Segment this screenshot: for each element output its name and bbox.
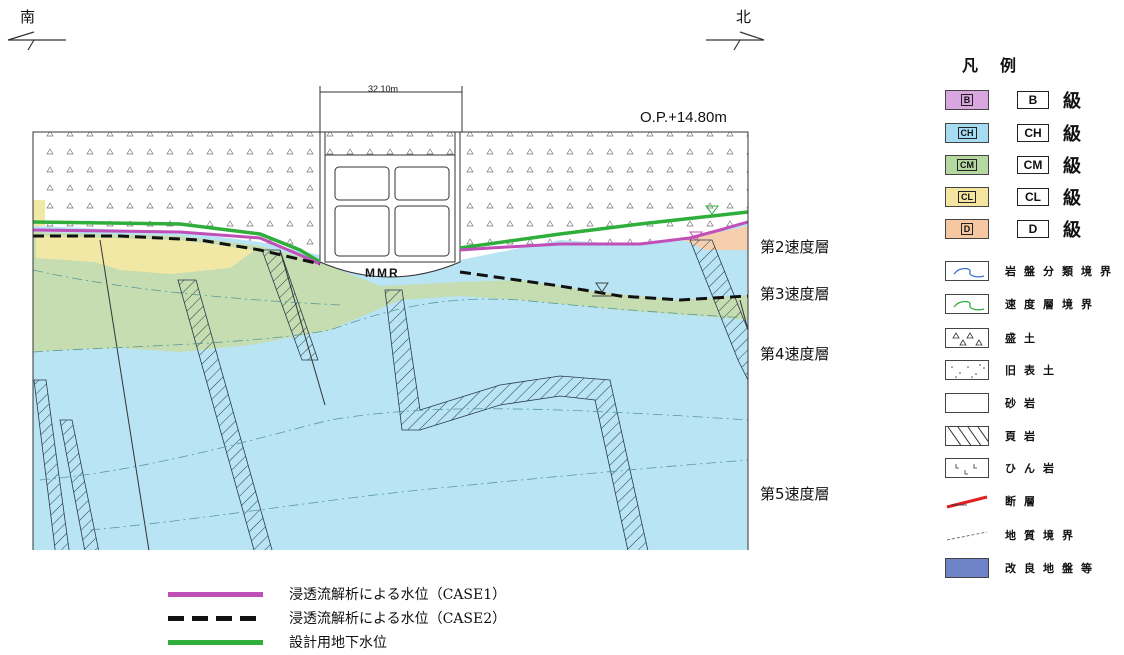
legend-shale: 頁岩 (945, 425, 1043, 447)
dimension-line (319, 86, 463, 132)
legend-sandstone: 砂岩 (945, 392, 1043, 414)
b-class-zone (33, 200, 45, 226)
velocity-layer-5-label: 第5速度層 (760, 485, 830, 503)
geologic-cross-section (32, 86, 749, 550)
structure-label: MMR (365, 266, 400, 280)
water-table-markers (592, 205, 719, 297)
class-ch-swatch: CH (945, 123, 989, 143)
direction-arrows (7, 31, 765, 51)
water-legend-design: 設計用地下水位 (168, 632, 387, 652)
fault-red-line-icon (946, 495, 988, 509)
velocity-layer-3-label: 第3速度層 (760, 285, 830, 303)
legend-fill: 盛土 (945, 327, 1043, 349)
fault-lines (99, 239, 748, 550)
case1-line-icon (168, 591, 263, 597)
elevation-label: O.P.+14.80m (640, 109, 727, 126)
legend-title: 凡例 (962, 56, 1039, 75)
class-b-label: B (1017, 91, 1049, 109)
legend-porphyrite: ひん岩 (945, 457, 1062, 479)
improved-ground-icon (945, 558, 989, 578)
class-d-label: D (1017, 220, 1049, 238)
width-dimension-label: 32.10m (368, 84, 399, 94)
case2-dashed-line-icon (168, 615, 263, 621)
class-b-swatch: B (945, 90, 989, 110)
mmr-structure (319, 132, 461, 278)
section-frame (32, 131, 749, 550)
design-line-icon (168, 639, 263, 645)
class-d-swatch: D (945, 219, 989, 239)
class-ch-label: CH (1017, 124, 1049, 142)
water-legend-case2: 浸透流解析による水位（CASE2） (168, 608, 506, 628)
shale-bands (33, 239, 748, 550)
legend-old-topsoil: 旧表土 (945, 359, 1062, 381)
cl-class-zone (36, 236, 255, 274)
legend-geologic-boundary: 地質境界 (945, 524, 1081, 546)
legend-improved-ground: 改良地盤等 (945, 557, 1100, 579)
fill-triangles-icon (945, 328, 989, 348)
green-boundary-line-icon (945, 294, 989, 314)
shale-hatch-icon (945, 426, 989, 446)
legend-class-d: D D 級 (945, 218, 1081, 241)
velocity-layer-2-label: 第2速度層 (760, 238, 830, 256)
old-topsoil-dots-icon (945, 360, 989, 380)
legend-class-ch: CH CH 級 (945, 122, 1081, 145)
class-cl-swatch: CL (945, 187, 989, 207)
water-level-design-line (33, 210, 748, 264)
velocity-layer-4-label: 第4速度層 (760, 345, 830, 363)
legend-class-cl: CL CL 級 (945, 186, 1081, 209)
south-arrow-icon (7, 31, 66, 51)
north-arrow-icon (706, 31, 765, 51)
class-cl-label: CL (1017, 188, 1049, 206)
water-level-case2-line (33, 234, 748, 302)
legend-fault: 断層 (945, 490, 1043, 512)
direction-south-label: 南 (20, 8, 36, 26)
class-cm-label: CM (1017, 156, 1049, 174)
sandstone-blank-icon (945, 393, 989, 413)
water-legend-case1: 浸透流解析による水位（CASE1） (168, 584, 506, 604)
direction-north-label: 北 (736, 8, 752, 26)
class-cm-swatch: CM (945, 155, 989, 175)
porphyrite-icon (945, 458, 989, 478)
water-level-case1-line (33, 220, 748, 266)
blue-boundary-line-icon (945, 261, 989, 281)
geologic-boundaries (33, 269, 748, 531)
legend-rock-class-boundary: 岩盤分類境界 (945, 260, 1119, 282)
geologic-boundary-dashed-icon (946, 531, 988, 541)
legend-velocity-boundary: 速度層境界 (945, 293, 1100, 315)
legend-class-cm: CM CM 級 (945, 154, 1081, 177)
legend-class-b: B B 級 (945, 89, 1081, 112)
